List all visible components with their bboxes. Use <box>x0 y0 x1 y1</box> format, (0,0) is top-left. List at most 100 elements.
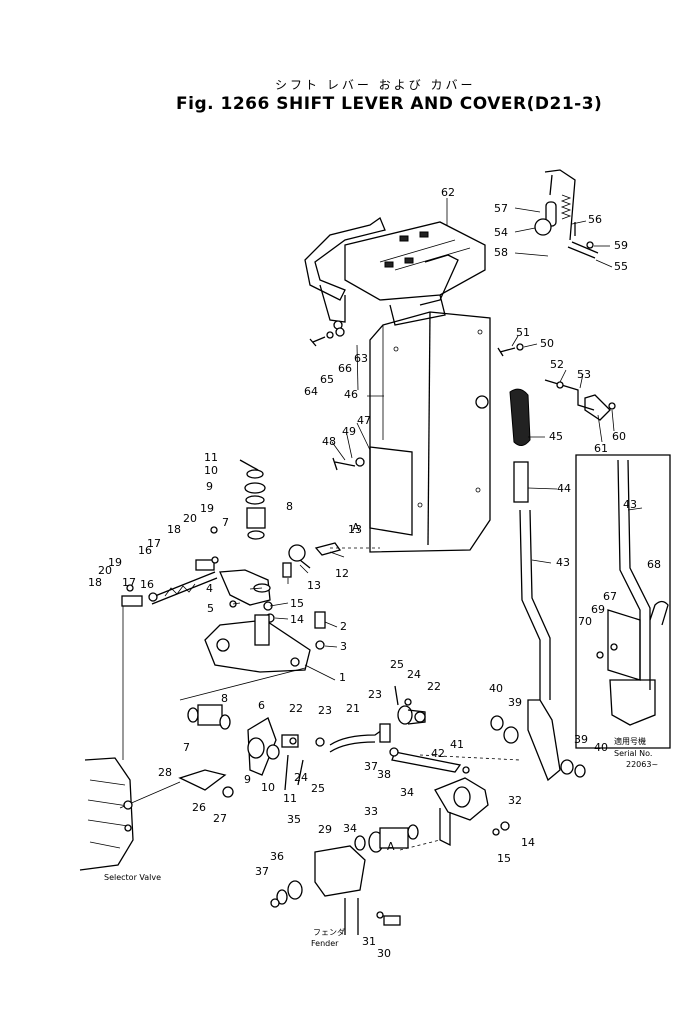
callout-number: 14 <box>521 836 535 849</box>
callout-number: 34 <box>343 822 357 835</box>
serial-label-ja: 適用号機 <box>614 736 646 746</box>
callout-number: 24 <box>407 668 421 681</box>
callout-number: 8 <box>286 500 293 513</box>
callout-number: 67 <box>603 590 617 603</box>
bracket-block <box>314 845 366 897</box>
callout-number: 36 <box>270 850 284 863</box>
callout-number: 22 <box>289 702 303 715</box>
callout-number: 38 <box>377 768 391 781</box>
callout-number: 12 <box>335 567 349 580</box>
callout-number: 56 <box>588 213 602 226</box>
callout-number: 22 <box>427 680 441 693</box>
callout-number: 46 <box>344 388 358 401</box>
figure-title-japanese: シフト レバー および カバー <box>275 78 476 92</box>
leader-lines <box>232 198 643 681</box>
callout-number: 7 <box>183 741 190 754</box>
callout-number: 44 <box>557 482 571 495</box>
callout-number: 50 <box>540 337 554 350</box>
figure-title: Fig. 1266 SHIFT LEVER AND COVER(D21-3) <box>176 94 603 114</box>
callout-number: 68 <box>647 558 661 571</box>
callout-number: 20 <box>183 512 197 525</box>
callout-number: 2 <box>340 620 347 633</box>
callout-number: 45 <box>549 430 563 443</box>
lower-left-mechanism <box>121 459 342 760</box>
callout-number: 17 <box>122 576 136 589</box>
callout-number: 59 <box>614 239 628 252</box>
callout-number: 26 <box>192 801 206 814</box>
callout-number: 23 <box>368 688 382 701</box>
callout-number: 20 <box>98 564 112 577</box>
lever-base <box>204 619 311 673</box>
fender-label-ja: フェンダ <box>313 927 345 937</box>
callout-number: 70 <box>578 615 592 628</box>
callout-number: 69 <box>591 603 605 616</box>
callout-number: 11 <box>204 451 218 464</box>
serial-value: 22063~ <box>626 760 658 769</box>
callout-number: 3 <box>340 640 347 653</box>
callout-number: 54 <box>494 226 508 239</box>
cover-plate <box>369 446 413 536</box>
callout-number: 1 <box>339 671 346 684</box>
callout-number: 64 <box>304 385 318 398</box>
fender-label: Fender <box>311 939 339 948</box>
cover-box <box>369 311 491 553</box>
callout-number: 6 <box>258 699 265 712</box>
callout-number: 61 <box>594 442 608 455</box>
callout-number: 40 <box>489 682 503 695</box>
callout-number: 13 <box>348 523 362 536</box>
callout-number: 63 <box>354 352 368 365</box>
callout-number: 25 <box>390 658 404 671</box>
callout-number: 28 <box>158 766 172 779</box>
callout-number: 9 <box>206 480 213 493</box>
callout-number: 13 <box>307 579 321 592</box>
callout-number: 55 <box>614 260 628 273</box>
callout-number: 21 <box>346 702 360 715</box>
callout-number: 43 <box>623 498 637 511</box>
serial-label: Serial No. <box>614 749 652 758</box>
callout-number: 58 <box>494 246 508 259</box>
callout-number: 66 <box>338 362 352 375</box>
callout-number: 32 <box>508 794 522 807</box>
callout-number: 10 <box>204 464 218 477</box>
selector-valve-label: Selector Valve <box>104 873 161 882</box>
callout-number: 18 <box>167 523 181 536</box>
lever-knob <box>509 388 531 446</box>
ref-a-upper: A <box>352 521 360 534</box>
callout-number: 16 <box>140 578 154 591</box>
callout-number: 29 <box>318 823 332 836</box>
callout-number: 16 <box>138 544 152 557</box>
callout-number: 5 <box>207 602 214 615</box>
callout-number: 47 <box>357 414 371 427</box>
callout-number: 41 <box>450 738 464 751</box>
callout-number: 34 <box>400 786 414 799</box>
callout-number: 42 <box>431 747 445 760</box>
callout-number: 15 <box>290 597 304 610</box>
callout-number: 60 <box>612 430 626 443</box>
callout-number: 43 <box>556 556 570 569</box>
shift-lever-group <box>509 388 561 782</box>
callout-number: 48 <box>322 435 336 448</box>
callout-number: 39 <box>574 733 588 746</box>
callout-number: 27 <box>213 812 227 825</box>
callout-number: 37 <box>255 865 269 878</box>
callout-number: 7 <box>222 516 229 529</box>
callout-number: 19 <box>200 502 214 515</box>
callout-number: 30 <box>377 947 391 960</box>
callout-number: 10 <box>261 781 275 794</box>
callout-number: 18 <box>88 576 102 589</box>
callout-number: 31 <box>362 935 376 948</box>
callout-number: 57 <box>494 202 508 215</box>
callout-number: 15 <box>497 852 511 865</box>
callout-number: 24 <box>294 771 308 784</box>
callout-number: 4 <box>206 582 213 595</box>
callout-number: 14 <box>290 613 304 626</box>
callout-number: 9 <box>244 773 251 786</box>
callout-number: 53 <box>577 368 591 381</box>
handle-frame <box>304 217 386 301</box>
callout-number: 40 <box>594 741 608 754</box>
callout-number: 39 <box>508 696 522 709</box>
callout-number: 17 <box>147 537 161 550</box>
callout-number: 35 <box>287 813 301 826</box>
